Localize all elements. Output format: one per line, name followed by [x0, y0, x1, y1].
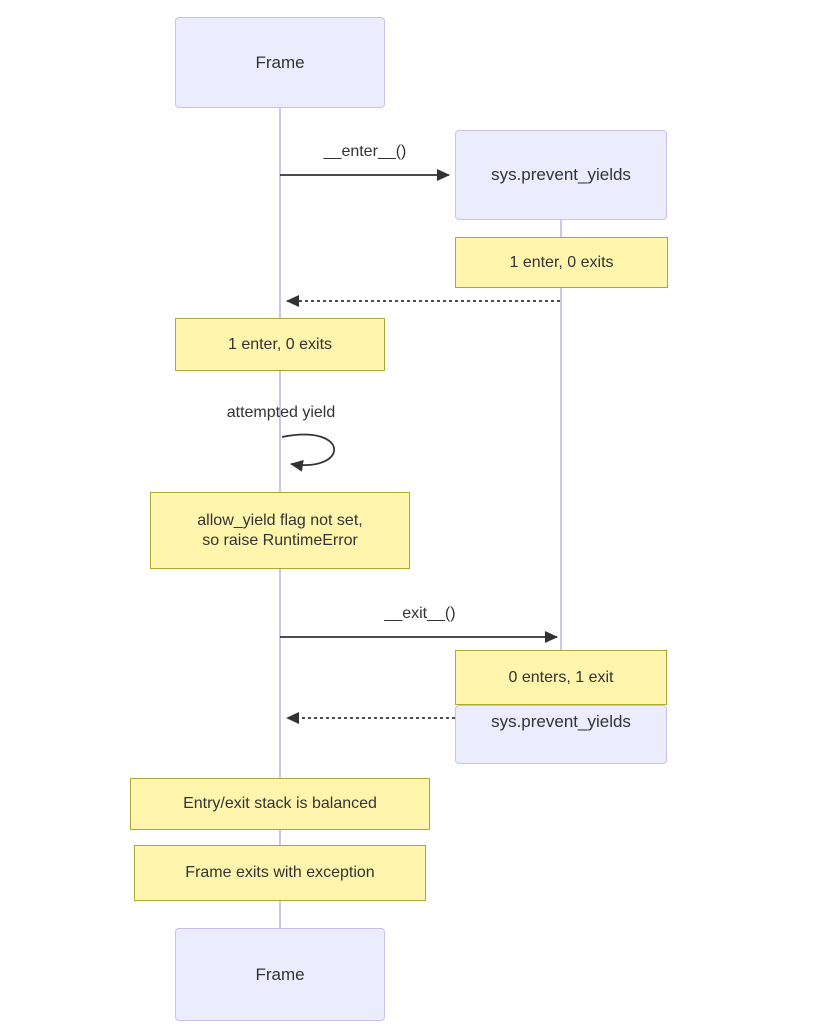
note-frame-after-enter: 1 enter, 0 exits	[175, 318, 385, 371]
note-text: 0 enters, 1 exit	[508, 668, 614, 686]
note-text: Entry/exit stack is balanced	[183, 795, 377, 812]
message-label-exit: __exit__()	[384, 605, 456, 622]
actor-box-sys-top: sys.prevent_yields	[455, 130, 667, 220]
actor-label-frame-top: Frame	[255, 52, 305, 72]
note-sys-after-enter: 1 enter, 0 exits	[455, 237, 668, 288]
note-text-line2: so raise RuntimeError	[202, 531, 358, 549]
actor-box-frame-top: Frame	[175, 17, 385, 108]
message-label-attempted-yield: attempted yield	[226, 404, 336, 421]
note-allow-yield: allow_yield flag not set, so raise Runti…	[150, 492, 410, 569]
note-text: 1 enter, 0 exits	[227, 335, 333, 353]
message-arrow-self-loop	[281, 433, 336, 472]
note-sys-after-exit: 0 enters, 1 exit	[455, 650, 667, 705]
actor-box-frame-bottom: Frame	[175, 928, 385, 1021]
actor-label-frame-bottom: Frame	[255, 964, 305, 984]
note-stack-balanced: Entry/exit stack is balanced	[130, 778, 430, 830]
message-label-enter: __enter__()	[323, 143, 407, 160]
actor-label-sys-top: sys.prevent_yields	[491, 165, 631, 184]
note-text: 1 enter, 0 exits	[509, 253, 614, 271]
note-text-line1: allow_yield flag not set,	[197, 511, 363, 529]
note-frame-exits: Frame exits with exception	[134, 845, 426, 901]
actor-label-sys-bottom: sys.prevent_yields	[491, 712, 631, 731]
actor-box-sys-bottom: sys.prevent_yields	[455, 705, 667, 764]
note-text: Frame exits with exception	[185, 864, 375, 881]
